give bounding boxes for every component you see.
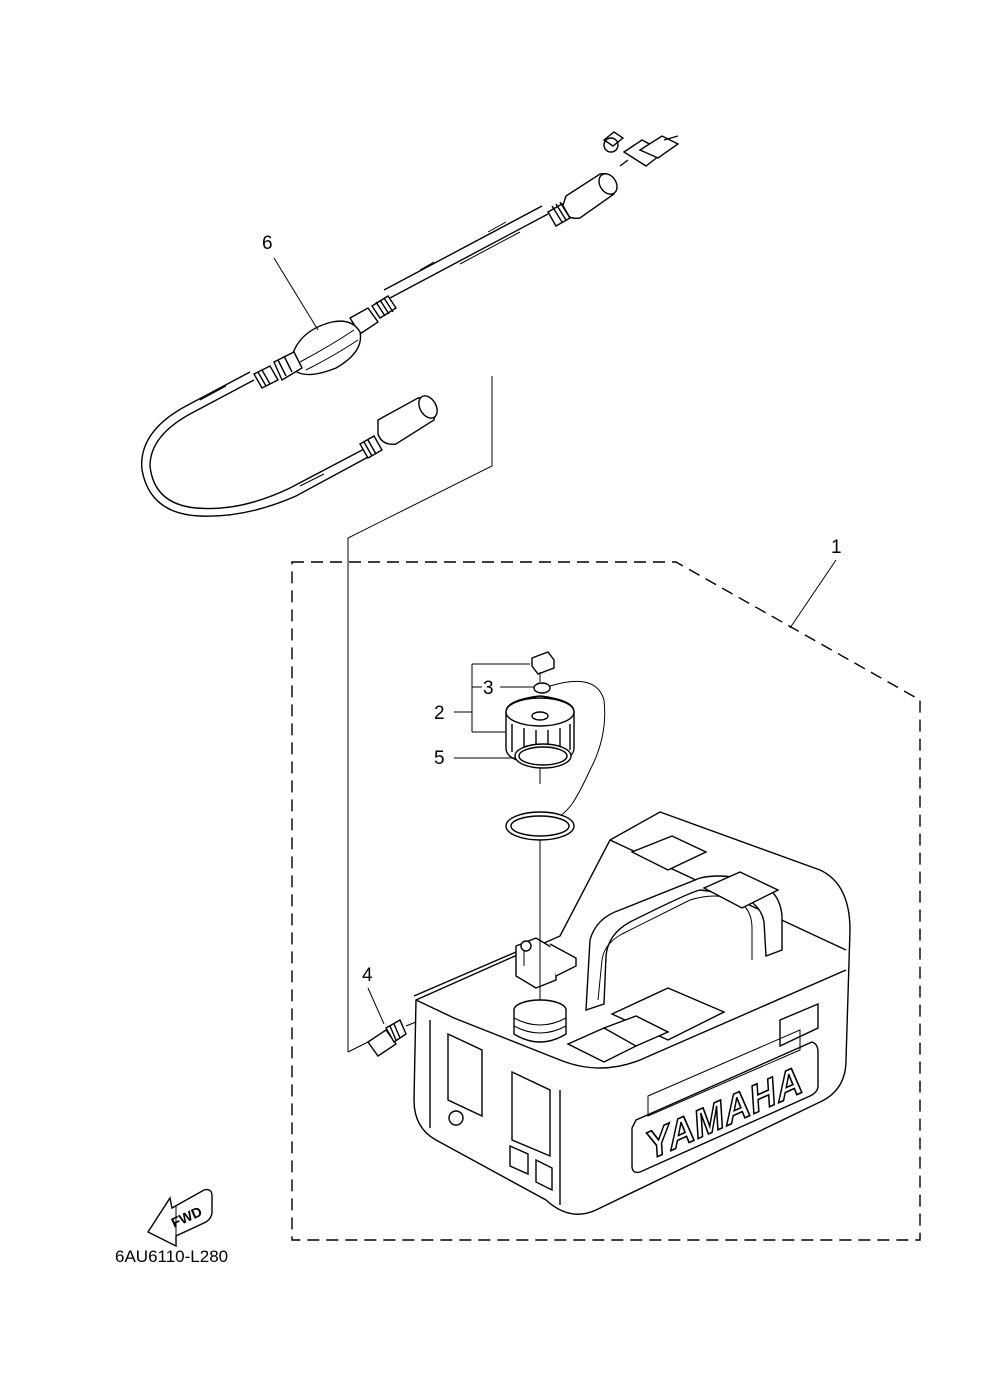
- callout-6: 6: [262, 233, 319, 331]
- svg-text:5: 5: [434, 748, 445, 769]
- svg-text:2: 2: [434, 703, 445, 724]
- part-code: 6AU6110-L280: [115, 1247, 228, 1266]
- callout-3: 3: [472, 678, 534, 699]
- vent-o-ring: [533, 682, 551, 694]
- svg-text:3: 3: [483, 678, 494, 699]
- svg-text:6: 6: [262, 233, 273, 254]
- tank-kit-boundary: [291, 561, 921, 1241]
- engine-connector-clip: [602, 131, 680, 167]
- svg-text:1: 1: [831, 537, 842, 558]
- primer-bulb: [253, 295, 397, 389]
- filler-neck: [513, 999, 567, 1043]
- lower-gasket: [505, 811, 575, 841]
- fwd-arrow-icon: FWD: [146, 1188, 213, 1248]
- vent-screw: [531, 651, 555, 682]
- svg-text:4: 4: [362, 965, 373, 986]
- callout-1: 1: [789, 537, 842, 629]
- callout-2: 2: [434, 663, 530, 733]
- fuel-tank[interactable]: YAMAHA: [413, 811, 851, 1215]
- engine-side-coupler: [547, 173, 618, 227]
- tank-side-coupler: [359, 395, 438, 459]
- cap-gasket: [514, 743, 572, 769]
- callout-4: 4: [362, 965, 385, 1025]
- tank-outlet-fitting: [413, 937, 577, 997]
- fuel-hose-assembly[interactable]: [141, 131, 680, 1053]
- cap-tether: [547, 680, 606, 821]
- callout-5: 5: [434, 748, 515, 769]
- tank-hose-fitting[interactable]: [367, 1019, 417, 1057]
